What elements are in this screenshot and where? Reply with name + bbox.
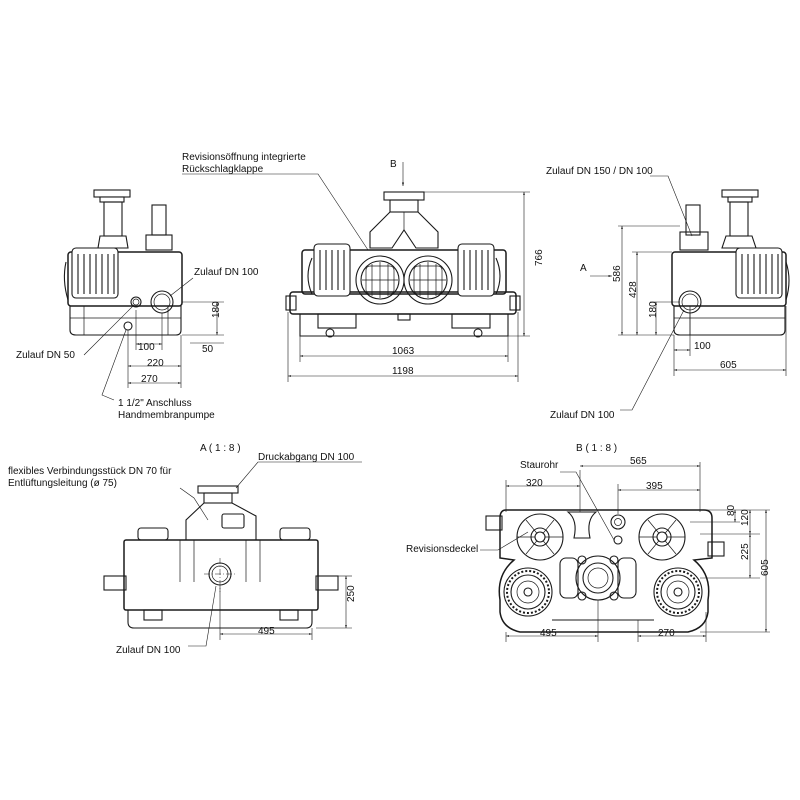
lid-right (638, 513, 686, 561)
label-zulauf-dn100-top: Zulauf DN 100 (194, 267, 259, 278)
label-zulauf-150-100: Zulauf DN 150 / DN 100 (546, 166, 653, 177)
label-zulauf-dn100-bottom: Zulauf DN 100 (116, 645, 181, 656)
view-a: A ( 1 : 8 ) 250 495 Druckabgang DN 100 (8, 443, 362, 656)
dim-b-225: 225 (740, 543, 751, 560)
view-a-title: A ( 1 : 8 ) (200, 443, 241, 454)
dim-b-80: 80 (726, 504, 737, 516)
side-view-right: A 586 428 180 100 605 Zulauf DN 150 / DN… (546, 166, 790, 421)
dim-a-250: 250 (346, 585, 357, 602)
window-left (355, 255, 405, 305)
label-druckabgang: Druckabgang DN 100 (258, 452, 355, 463)
label-flex-2: Entlüftungsleitung (ø 75) (8, 478, 117, 489)
motor-front-left (307, 243, 351, 297)
dim-left-100: 100 (138, 342, 155, 353)
pump-gear-left (503, 567, 553, 617)
dim-front-1198: 1198 (392, 366, 414, 377)
dim-b-395: 395 (646, 481, 663, 492)
dim-right-428: 428 (628, 281, 639, 298)
label-anschluss-2: Handmembranpumpe (118, 410, 215, 421)
side-view-left: 180 50 100 220 270 Zulauf DN 100 Zulauf … (16, 189, 259, 421)
dim-b-605: 605 (760, 559, 771, 576)
label-staurohr: Staurohr (520, 460, 559, 471)
dim-right-586: 586 (612, 265, 623, 282)
motor-left-side (63, 247, 119, 301)
label-zulauf-dn50: Zulauf DN 50 (16, 350, 75, 361)
motor-right-side (735, 247, 790, 301)
pump-gear-right (653, 567, 703, 617)
label-flex-1: flexibles Verbindungsstück DN 70 für (8, 466, 172, 477)
motor-front-right (457, 243, 501, 297)
label-revisionsdeckel: Revisionsdeckel (406, 544, 478, 555)
dim-b-120: 120 (740, 509, 751, 526)
dim-left-220: 220 (147, 358, 164, 369)
label-revision-2: Rückschlagklappe (182, 164, 264, 175)
dim-right-605: 605 (720, 360, 737, 371)
marker-a: A (580, 263, 587, 274)
dim-b-270: 270 (658, 628, 675, 639)
dim-front-1063: 1063 (392, 346, 415, 357)
view-b: B ( 1 : 8 ) (406, 443, 771, 642)
dim-left-50: 50 (202, 344, 214, 355)
dim-left-180: 180 (211, 301, 222, 318)
dim-front-766: 766 (534, 249, 545, 266)
dim-right-100: 100 (694, 341, 711, 352)
marker-b: B (390, 159, 397, 170)
dim-right-180: 180 (648, 301, 659, 318)
dim-b-495: 495 (540, 628, 557, 639)
dim-b-565: 565 (630, 456, 647, 467)
lid-left (516, 513, 564, 561)
front-view: B 766 1063 1198 Revisionsöffnung integri… (182, 152, 545, 382)
label-anschluss-1: 1 1/2" Anschluss (118, 398, 192, 409)
dim-a-495: 495 (258, 626, 275, 637)
label-revision-1: Revisionsöffnung integrierte (182, 152, 306, 163)
view-b-title: B ( 1 : 8 ) (576, 443, 617, 454)
label-zulauf-dn100-right: Zulauf DN 100 (550, 410, 615, 421)
window-right (403, 255, 453, 305)
dim-left-270: 270 (141, 374, 158, 385)
dim-b-320: 320 (526, 478, 543, 489)
